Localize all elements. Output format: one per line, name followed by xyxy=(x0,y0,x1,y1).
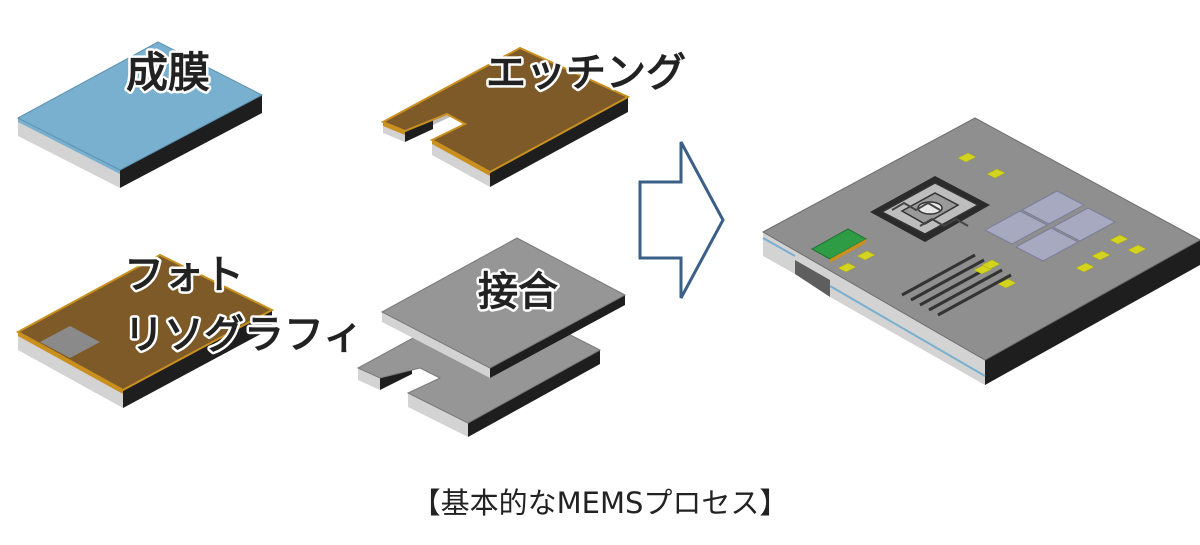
sensor-pad-1 xyxy=(983,210,1049,245)
film-deposition-block xyxy=(16,41,264,188)
sensor-pad-4 xyxy=(1051,207,1117,242)
diagram-caption: 【基本的なMEMSプロセス】 xyxy=(411,486,789,520)
step-photo-label-line1: フォト xyxy=(124,252,244,298)
step-etching-label: エッチング xyxy=(486,50,686,96)
step-bonding-label: 接合 xyxy=(478,269,558,315)
outline-arrow-right-icon xyxy=(638,141,725,299)
step-photo-label-line2: リソグラフィ xyxy=(124,312,363,358)
etching-block xyxy=(380,46,631,187)
sensor-pad-2 xyxy=(1020,190,1086,225)
step-film-label: 成膜 xyxy=(126,48,210,97)
bond-pads xyxy=(837,152,1147,289)
bonding-upper-wafer xyxy=(380,237,627,378)
mems-device xyxy=(761,117,1200,385)
photolithography-block xyxy=(15,253,275,408)
sensor-pad-3 xyxy=(1014,227,1080,262)
